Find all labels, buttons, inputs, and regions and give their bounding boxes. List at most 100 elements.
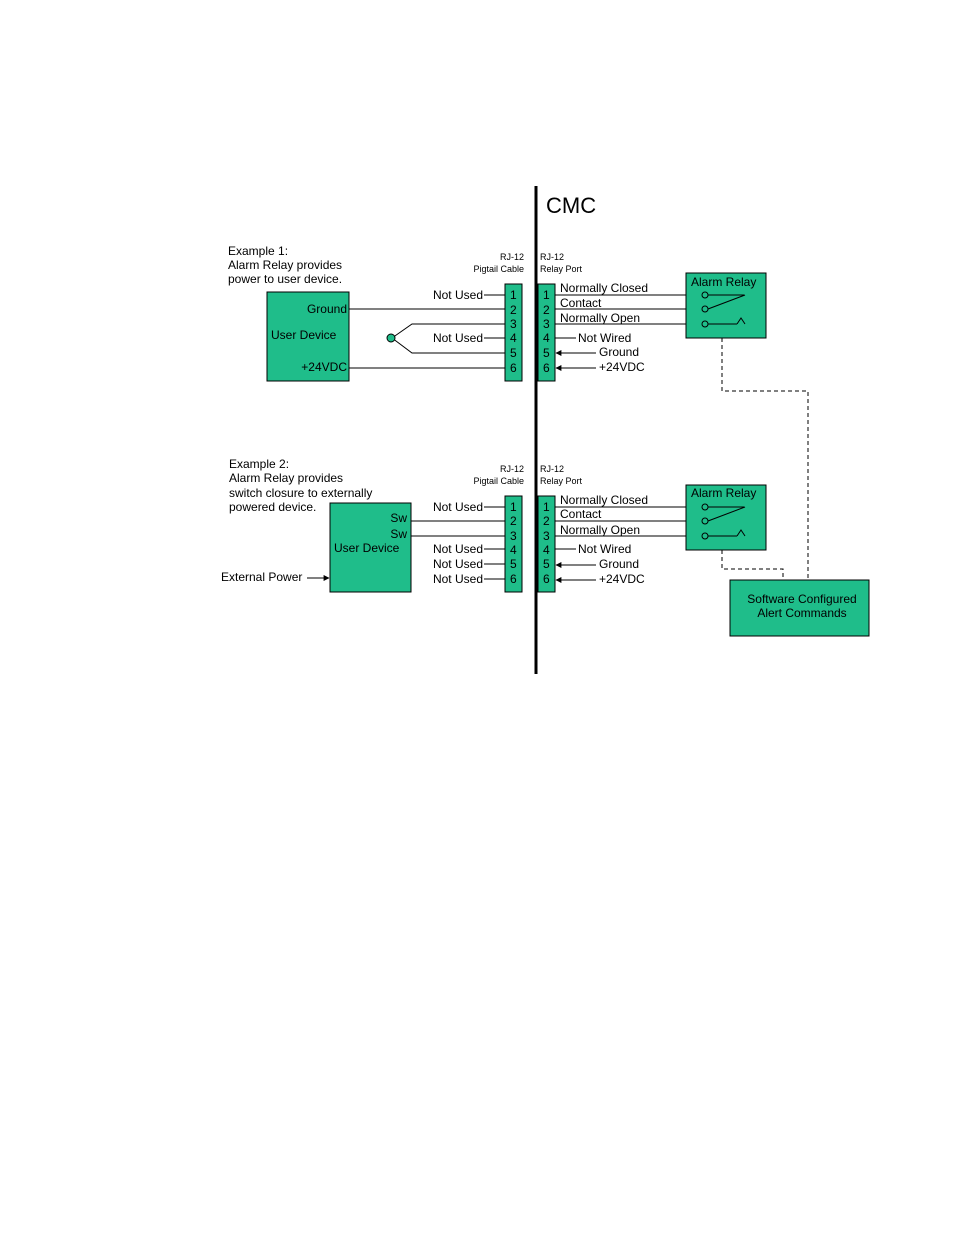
relay-port-pin-2: 2 <box>543 303 550 317</box>
relay-port-pin-6: 6 <box>543 361 550 375</box>
pigtail-pin-1: 1 <box>510 500 517 514</box>
relay-port-label-line-2: Relay Port <box>540 264 583 274</box>
user-device-sw2-label: Sw <box>390 527 407 541</box>
relay-pin-label-not-wired: Not Wired <box>578 542 631 556</box>
not-used-label-pin-1: Not Used <box>433 500 483 514</box>
relay-terminal-contact <box>701 305 709 313</box>
relay-pin-label-normally-closed: Normally Closed <box>560 281 648 295</box>
pigtail-label-line-2: Pigtail Cable <box>473 264 524 274</box>
not-used-label-pin-4: Not Used <box>433 542 483 556</box>
relay-switch-arm <box>707 506 746 522</box>
software-commands-label-line-1: Software Configured <box>747 592 856 606</box>
alarm-relay-label: Alarm Relay <box>691 486 756 500</box>
example-1-caption-line-2: Alarm Relay provides <box>228 258 342 272</box>
relay-pin-label-normally-open: Normally Open <box>560 311 640 325</box>
relay-no-contact <box>736 529 746 537</box>
example-2-caption-line-1: Example 2: <box>229 457 289 471</box>
user-device-label: User Device <box>334 541 400 555</box>
relay-pin-label-normally-open: Normally Open <box>560 523 640 537</box>
pigtail-pin-3: 3 <box>510 529 517 543</box>
example-2-caption-line-2: Alarm Relay provides <box>229 471 343 485</box>
example-2-caption-line-3: switch closure to externally <box>229 486 372 500</box>
cmc-title: CMC <box>546 193 596 218</box>
example-1-caption-line-1: Example 1: <box>228 244 288 258</box>
relay-port-pin-4: 4 <box>543 331 550 345</box>
pigtail-label-line-1: RJ-12 <box>500 252 524 262</box>
not-used-label-pin-4: Not Used <box>433 331 483 345</box>
user-device-vdc-label: +24VDC <box>301 360 347 374</box>
relay-terminal-no <box>701 320 709 328</box>
external-power-label: External Power <box>221 570 302 584</box>
relay-port-pin-1: 1 <box>543 500 550 514</box>
relay-port-pin-1: 1 <box>543 288 550 302</box>
pigtail-pin-2: 2 <box>510 303 517 317</box>
pigtail-pin-6: 6 <box>510 361 517 375</box>
splice-wire-pin-3 <box>391 323 505 339</box>
relay-port-pin-2: 2 <box>543 514 550 528</box>
software-commands-box <box>729 579 870 637</box>
alarm-relay-box <box>685 484 767 551</box>
alarm-relay-label: Alarm Relay <box>691 275 756 289</box>
example-2: Example 2: Alarm Relay provides switch c… <box>221 457 767 593</box>
relay-port-pin-3: 3 <box>543 317 550 331</box>
relay-port-pin-numbers: 1 2 3 4 5 6 <box>543 500 550 586</box>
user-device-box <box>329 502 412 593</box>
control-link-relay-2 <box>721 550 784 580</box>
not-used-label-pin-5: Not Used <box>433 557 483 571</box>
example-1: Example 1: Alarm Relay provides power to… <box>228 244 767 382</box>
relay-terminal-nc <box>701 291 709 299</box>
pigtail-pin-3: 3 <box>510 317 517 331</box>
pigtail-connector <box>504 283 523 382</box>
splice-node <box>386 333 396 343</box>
relay-pin-label-vdc: +24VDC <box>599 572 645 586</box>
pigtail-pin-2: 2 <box>510 514 517 528</box>
relay-terminal-no <box>701 532 709 540</box>
user-device-sw1-label: Sw <box>390 511 407 525</box>
user-device-ground-label: Ground <box>307 302 347 316</box>
pigtail-pin-5: 5 <box>510 346 517 360</box>
pigtail-pin-numbers: 1 2 3 4 5 6 <box>510 288 517 375</box>
relay-no-contact <box>736 317 746 325</box>
relay-port-label-line-1: RJ-12 <box>540 464 564 474</box>
relay-port-connector <box>537 283 556 382</box>
user-device-label: User Device <box>271 328 337 342</box>
relay-terminal-contact <box>701 517 709 525</box>
example-2-caption-line-4: powered device. <box>229 500 316 514</box>
relay-port-connector <box>537 495 556 593</box>
control-link-relay-1 <box>721 338 809 580</box>
relay-port-label-line-1: RJ-12 <box>540 252 564 262</box>
relay-port-label-line-2: Relay Port <box>540 476 583 486</box>
pigtail-pin-5: 5 <box>510 557 517 571</box>
relay-terminal-nc <box>701 503 709 511</box>
relay-pin-label-vdc: +24VDC <box>599 360 645 374</box>
relay-pin-label-contact: Contact <box>560 296 602 310</box>
relay-port-pin-6: 6 <box>543 572 550 586</box>
relay-port-pin-numbers: 1 2 3 4 5 6 <box>543 288 550 375</box>
splice-wire-pin-5 <box>391 337 505 354</box>
example-1-caption-line-3: power to user device. <box>228 272 342 286</box>
relay-pin-label-ground: Ground <box>599 345 639 359</box>
pigtail-pin-4: 4 <box>510 543 517 557</box>
not-used-label-pin-1: Not Used <box>433 288 483 302</box>
pigtail-connector <box>504 495 523 593</box>
relay-pin-label-ground: Ground <box>599 557 639 571</box>
pigtail-pin-6: 6 <box>510 572 517 586</box>
user-device-box <box>266 291 350 382</box>
pigtail-pin-1: 1 <box>510 288 517 302</box>
relay-port-pin-4: 4 <box>543 543 550 557</box>
software-commands-label-line-2: Alert Commands <box>757 606 846 620</box>
pigtail-pin-4: 4 <box>510 331 517 345</box>
pigtail-pin-numbers: 1 2 3 4 5 6 <box>510 500 517 586</box>
relay-port-pin-5: 5 <box>543 557 550 571</box>
relay-switch-arm <box>707 294 746 310</box>
alarm-relay-box <box>685 272 767 339</box>
relay-pin-label-not-wired: Not Wired <box>578 331 631 345</box>
not-used-label-pin-6: Not Used <box>433 572 483 586</box>
relay-port-pin-5: 5 <box>543 346 550 360</box>
relay-pin-label-contact: Contact <box>560 507 602 521</box>
pigtail-label-line-2: Pigtail Cable <box>473 476 524 486</box>
relay-pin-label-normally-closed: Normally Closed <box>560 493 648 507</box>
relay-port-pin-3: 3 <box>543 529 550 543</box>
